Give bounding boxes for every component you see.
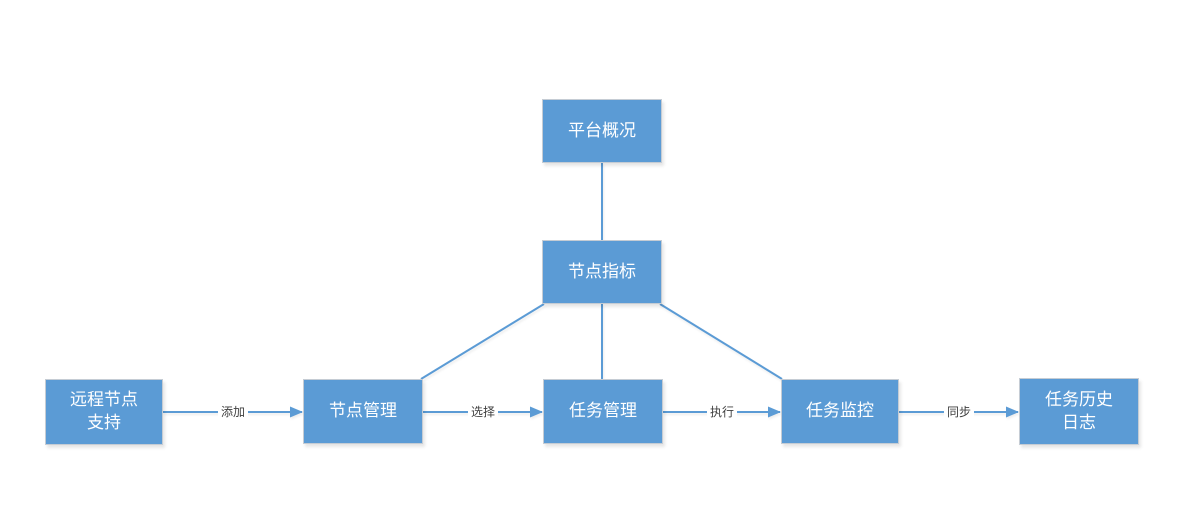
node-node-management: 节点管理 <box>303 379 423 444</box>
node-node-metrics: 节点指标 <box>542 240 662 304</box>
node-platform-overview: 平台概况 <box>542 99 662 163</box>
edge-label-execute: 执行 <box>706 405 738 419</box>
edge-metrics-to-node-management <box>420 303 545 380</box>
node-task-monitoring: 任务监控 <box>781 379 899 444</box>
node-task-management: 任务管理 <box>543 379 663 444</box>
edge-label-select: 选择 <box>467 405 499 419</box>
edge-label-add: 添加 <box>217 405 249 419</box>
node-remote-node-support: 远程节点 支持 <box>45 379 163 445</box>
edge-metrics-to-task-monitoring <box>659 303 783 380</box>
node-task-history-log: 任务历史 日志 <box>1019 378 1139 445</box>
edge-label-sync: 同步 <box>943 405 975 419</box>
